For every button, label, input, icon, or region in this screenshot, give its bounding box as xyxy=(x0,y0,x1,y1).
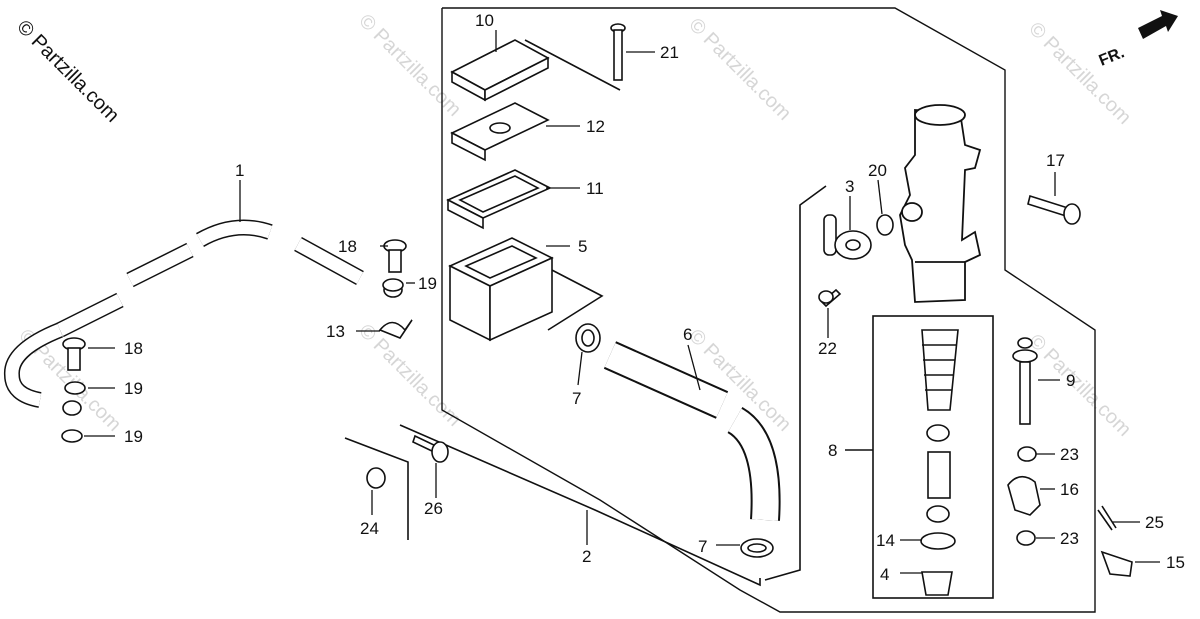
callout-8: 8 xyxy=(828,441,837,460)
callout-12: 12 xyxy=(586,117,605,136)
callout-3: 3 xyxy=(845,177,854,196)
callout-9: 9 xyxy=(1066,371,1075,390)
sealing-washer xyxy=(61,429,83,443)
callout-4: 4 xyxy=(880,565,889,584)
callout-23: 23 xyxy=(1060,445,1079,464)
screw xyxy=(610,23,626,81)
hose-clip xyxy=(378,319,413,339)
bolt xyxy=(818,288,842,308)
callout-18: 18 xyxy=(124,339,143,358)
callout-24: 24 xyxy=(360,519,379,538)
diaphragm xyxy=(446,169,552,230)
reservoir-hose xyxy=(603,341,781,521)
reservoir-group-outline xyxy=(524,39,621,91)
kit-box xyxy=(872,315,994,599)
banjo-bolt xyxy=(383,239,407,273)
hose-joint xyxy=(823,214,872,260)
front-label: FR. xyxy=(1097,44,1127,69)
bolt xyxy=(1027,194,1081,225)
callout-15: 15 xyxy=(1166,553,1185,572)
callout-19: 19 xyxy=(418,274,437,293)
callout-19: 19 xyxy=(124,379,143,398)
callout-23: 23 xyxy=(1060,529,1079,548)
reservoir-cap xyxy=(450,39,550,102)
callout-26: 26 xyxy=(424,499,443,518)
nut xyxy=(366,467,386,489)
callout-1: 1 xyxy=(235,161,244,180)
bleeder-screw xyxy=(1012,337,1038,425)
master-cylinder-body xyxy=(899,104,982,303)
callout-7: 7 xyxy=(698,537,707,556)
nut xyxy=(1017,446,1037,462)
callout-6: 6 xyxy=(683,325,692,344)
callout-18: 18 xyxy=(338,237,357,256)
diaphragm-plate xyxy=(450,102,550,162)
sealing-washer xyxy=(64,381,86,395)
callout-5: 5 xyxy=(578,237,587,256)
cotter-pin xyxy=(1097,505,1117,531)
callout-25: 25 xyxy=(1145,513,1164,532)
callout-10: 10 xyxy=(475,11,494,30)
banjo-bolt xyxy=(62,337,86,371)
hose-clamp xyxy=(740,538,774,558)
front-arrow-icon: FR. xyxy=(1097,10,1178,70)
callout-21: 21 xyxy=(660,43,679,62)
assembly-outline xyxy=(441,7,1096,613)
flange-bolt xyxy=(412,434,449,463)
joint-pin xyxy=(1100,550,1133,577)
callout-20: 20 xyxy=(868,161,887,180)
reservoir xyxy=(448,237,554,342)
sealing-washer xyxy=(382,278,404,292)
nut xyxy=(1016,530,1036,546)
piston-kit xyxy=(920,329,959,596)
callout-11: 11 xyxy=(586,179,604,198)
o-ring xyxy=(876,214,894,236)
callout-13: 13 xyxy=(326,322,345,341)
callout-22: 22 xyxy=(818,339,837,358)
callout-19: 19 xyxy=(124,427,143,446)
callout-16: 16 xyxy=(1060,480,1079,499)
callout-17: 17 xyxy=(1046,151,1065,170)
callout-2: 2 xyxy=(582,547,591,566)
brake-hose xyxy=(4,219,403,416)
callout-7: 7 xyxy=(572,389,581,408)
callout-14: 14 xyxy=(876,531,895,550)
push-rod-joint xyxy=(1007,475,1041,516)
hose-clamp xyxy=(575,323,601,353)
